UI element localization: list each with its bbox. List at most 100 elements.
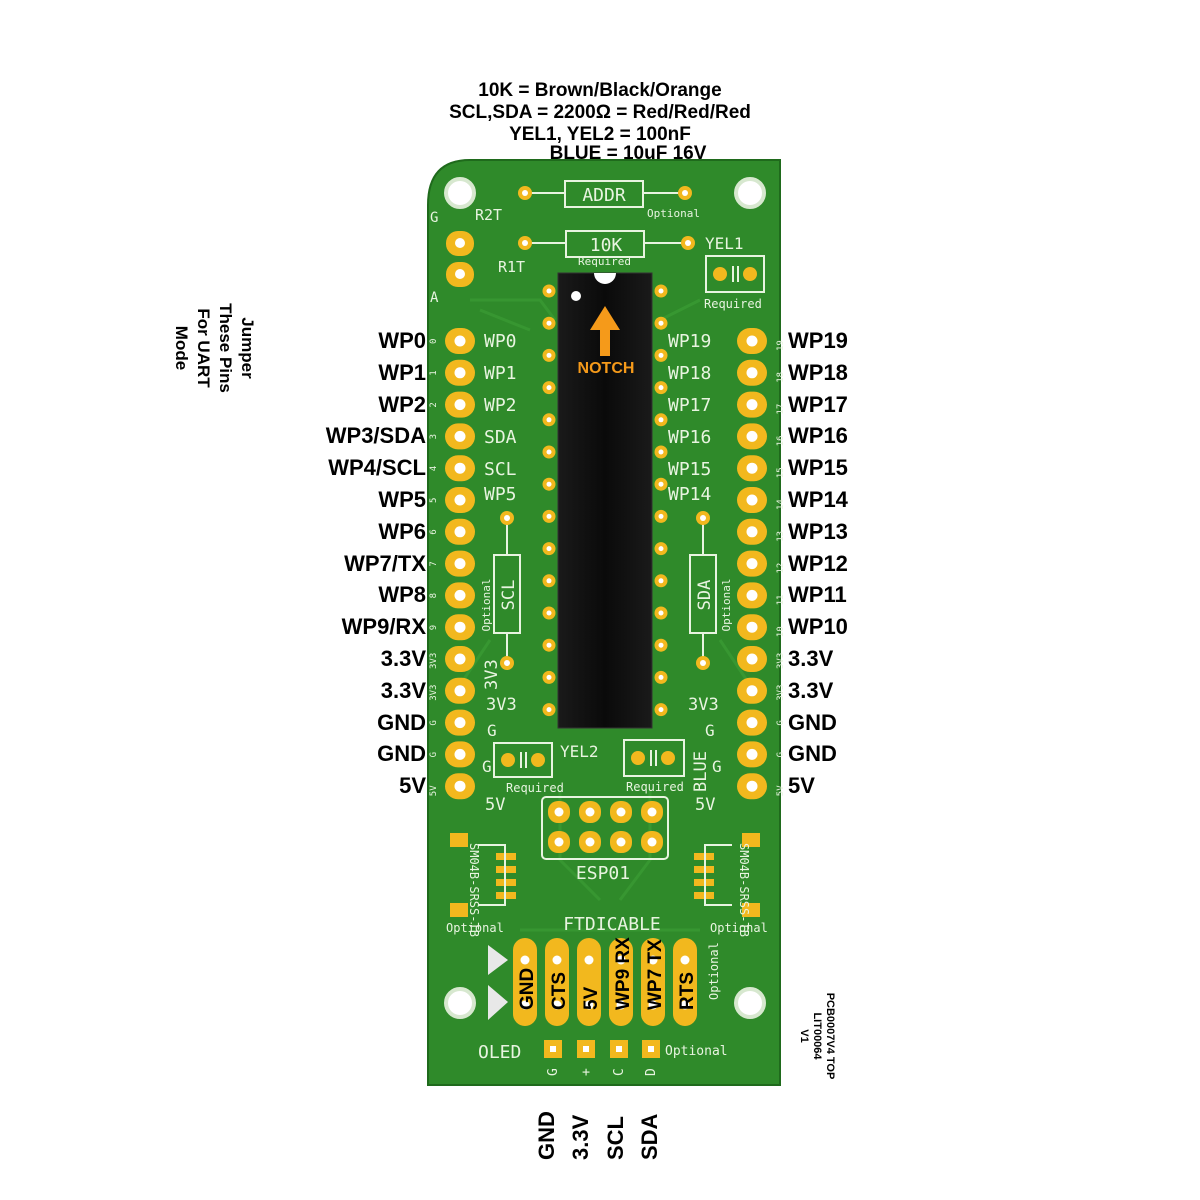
right-pin-label: WP13	[788, 518, 848, 544]
ftdi-pin-label: WP7 TX	[645, 939, 666, 1010]
microcontroller-chip: NOTCH	[557, 272, 653, 729]
right-pin-number: 15	[776, 467, 786, 478]
left-connector-optional: Optional	[446, 921, 504, 935]
esp01-pad	[641, 801, 663, 823]
scl-optional: Optional	[480, 579, 493, 632]
socket-pad	[542, 477, 556, 491]
pcb-id-line: V1	[798, 1029, 810, 1043]
socket-pad	[542, 381, 556, 395]
oled-label: OLED	[478, 1042, 521, 1063]
right-header-pad	[737, 709, 767, 736]
socket-pad	[542, 445, 556, 459]
yel2-capacitor: YEL2 Required	[493, 742, 599, 795]
socket-pad	[654, 670, 668, 684]
left-pin-label: GND	[377, 709, 426, 735]
ftdi-pin: CTS	[545, 938, 570, 1026]
right-pin-number: 19	[776, 340, 786, 351]
esp01-header: ESP01	[541, 796, 669, 884]
addr-resistor: ADDR Optional R2T	[475, 180, 700, 224]
socket-pad	[542, 348, 556, 362]
right-pin-number: 14	[776, 499, 786, 510]
right-pin-number: 16	[776, 436, 786, 447]
oled-silk-label: G	[546, 1068, 561, 1076]
left-header-pad	[445, 550, 475, 577]
socket-pad	[654, 445, 668, 459]
right-pin-label: WP14	[788, 487, 848, 512]
socket-pad	[654, 284, 668, 298]
left-pin-label: WP4/SCL	[328, 455, 426, 481]
right-header-pad	[737, 359, 767, 386]
esp01-pad	[641, 831, 663, 853]
oled-silk-label: C	[612, 1068, 627, 1076]
right-header-pad	[737, 582, 767, 609]
right-5v-label: 5V	[695, 795, 715, 815]
ftdi-pin: 5V	[577, 938, 602, 1026]
left-pin-number: G	[429, 752, 439, 757]
inner-right-label: WP15	[668, 459, 711, 480]
right-header-pad	[737, 677, 767, 704]
oled-scl-label: SCL	[603, 1116, 628, 1160]
right-pin-label: GND	[788, 741, 837, 767]
left-header-pad	[445, 709, 475, 736]
right-header-pad	[737, 518, 767, 545]
resistor-scl-sda-note: SCL,SDA = 2200Ω = Red/Red/Red	[449, 102, 751, 123]
inner-left-label: WP2	[484, 395, 517, 416]
sda-optional: Optional	[720, 579, 733, 632]
yel2-label: YEL2	[560, 742, 599, 761]
addr-optional: Optional	[647, 207, 700, 220]
esp01-pad	[548, 831, 570, 853]
left-pin-number: 8	[429, 593, 439, 598]
left-pin-number: 6	[429, 529, 439, 534]
oled-silk-label: D	[644, 1068, 659, 1076]
right-pin-number: G	[776, 720, 786, 725]
right-header-pad	[737, 646, 767, 672]
oled-silk-label: +	[579, 1068, 594, 1076]
ftdi-pin-label: CTS	[549, 972, 570, 1010]
ftdi-pin-label: 5V	[581, 986, 602, 1010]
socket-pad	[654, 638, 668, 652]
sda-resistor: SDA Optional	[689, 511, 733, 670]
ftdi-pin: WP7 TX	[641, 938, 666, 1026]
socket-pad	[542, 284, 556, 298]
socket-pad	[654, 542, 668, 556]
oled-pad: +	[577, 1040, 595, 1076]
right-pin-label: WP19	[788, 328, 848, 353]
left-g2-label: G	[482, 757, 492, 776]
socket-pad	[542, 606, 556, 620]
socket-pad	[542, 703, 556, 717]
socket-pad	[654, 413, 668, 427]
inner-left-label: WP0	[484, 331, 517, 352]
yel2-required: Required	[506, 781, 564, 795]
left-pin-label: 3.3V	[380, 677, 426, 703]
socket-pad	[542, 638, 556, 652]
resistor-10k-note: 10K = Brown/Black/Orange	[478, 80, 722, 101]
notch-arrow-icon	[590, 306, 620, 356]
right-header-pad	[737, 391, 767, 418]
pcb-id: PCB0007V4 TOP LIT00064 V1	[797, 976, 836, 1096]
right-pin-label: 5V	[788, 773, 815, 799]
left-g-label: G	[487, 721, 497, 740]
ftdi-pin: RTS	[673, 938, 698, 1026]
right-pin-number: 3V3	[776, 685, 786, 701]
uart-jumper: G A	[430, 210, 474, 306]
left-pin-label: WP7/TX	[344, 550, 426, 576]
left-pin-number: 4	[429, 466, 439, 471]
right-pin-label: WP11	[788, 582, 847, 608]
r2t-label: R2T	[475, 206, 502, 224]
socket-pad	[542, 413, 556, 427]
pcb-id-line: LIT00064	[811, 1012, 823, 1060]
right-connector-label: SM04B-SRSS-TB	[737, 843, 751, 937]
socket-pad	[654, 348, 668, 362]
esp01-label: ESP01	[576, 863, 630, 884]
left-pin-label: WP6	[378, 518, 426, 544]
left-pin-number: 3V3	[429, 653, 439, 669]
ftdi-pin-label: GND	[517, 968, 538, 1010]
sda-res-label: SDA	[695, 580, 715, 611]
left-pin-number: 1	[429, 370, 439, 375]
socket-pad	[542, 670, 556, 684]
right-pin-number: 10	[776, 626, 786, 637]
ten-k-label: 10K	[590, 235, 623, 256]
blue-label: BLUE	[691, 751, 711, 792]
right-3v3-label: 3V3	[688, 695, 719, 715]
